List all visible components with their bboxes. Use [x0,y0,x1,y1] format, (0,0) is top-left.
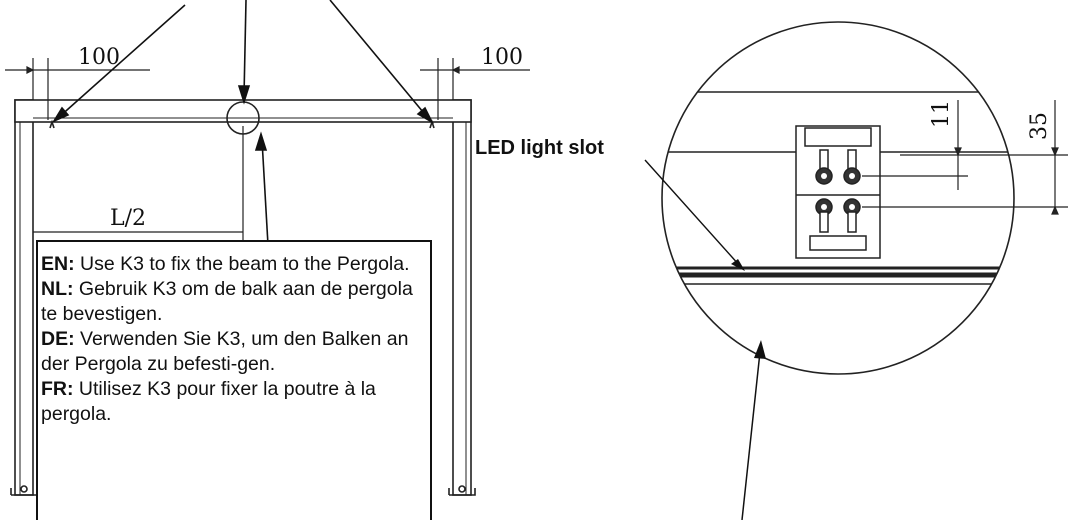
led-slot-label: LED light slot [475,137,604,159]
instruction-text-fr: Utilisez K3 pour fixer la poutre à la pe… [41,378,376,425]
pergola-frame [10,99,476,496]
bracket-bottom-lip [809,235,867,251]
detail-up-arrow-head [254,131,268,151]
instruction-en: EN: Use K3 to fix the beam to the Pergol… [41,252,424,277]
led-leader-line [644,159,741,267]
detail-pointer-shaft [741,351,761,520]
lang-code-nl: NL: [41,278,74,300]
right-post-foot [448,488,476,496]
upper-left-screw-head [821,173,827,179]
bracket-top-flange [804,127,872,147]
detail-up-arrow-shaft [261,139,269,246]
lang-code-fr: FR: [41,378,74,400]
left-foot-bolt [20,485,28,493]
instruction-text-de: Verwenden Sie K3, um den Balken an der P… [41,328,409,375]
right-diagonal-arrow-shaft [329,0,429,119]
center-detail-marker [226,101,260,135]
instruction-fr: FR: Utilisez K3 pour fixer la poutre à l… [41,377,424,427]
magnified-detail: 11 35 LED light slot [475,21,1068,520]
right-foot-bolt [458,485,466,493]
right-diagonal-arrow-head [416,106,434,125]
lang-code-de: DE: [41,328,75,350]
detail-pointer-head [754,340,766,359]
left-post [14,99,34,496]
k3-bracket [795,125,881,259]
right-offset-label: 100 [481,45,523,70]
center-arrow-shaft [243,0,247,97]
dim-35-arrow-top [1051,147,1059,157]
right-offset-arrow [451,66,460,74]
dim-11-arrow [954,147,962,157]
instruction-box: EN: Use K3 to fix the beam to the Pergol… [36,240,432,520]
left-offset-arrow [26,66,35,74]
half-length-label: L/2 [110,206,146,231]
right-post [452,99,472,496]
arrows [51,0,434,246]
center-arrow-head [237,85,251,105]
instruction-text-en: Use K3 to fix the beam to the Pergola. [74,253,410,275]
detail-large-dim-label: 35 [1027,112,1052,140]
instruction-text-nl: Gebruik K3 om de balk aan de pergola te … [41,278,413,325]
detail-small-dim-label: 11 [929,100,954,128]
instruction-nl: NL: Gebruik K3 om de balk aan de pergola… [41,277,424,327]
dim-35-arrow-bottom [1051,205,1059,215]
top-beam [14,99,472,123]
lower-right-screw-shank [847,211,857,233]
instruction-de: DE: Verwenden Sie K3, um den Balken an d… [41,327,424,377]
left-diagonal-arrow-shaft [57,4,186,119]
frame-dimensions [5,58,530,260]
lang-code-en: EN: [41,253,75,275]
lower-left-screw-head [821,204,827,210]
left-offset-label: 100 [78,45,120,70]
detail-dimensions [862,100,1068,215]
lower-right-screw-head [849,204,855,210]
led-leader-arrow [731,259,745,271]
lower-left-screw-shank [819,211,829,233]
left-diagonal-arrow-head [51,106,70,123]
upper-right-screw-head [849,173,855,179]
left-fixing-bolt [49,119,55,129]
